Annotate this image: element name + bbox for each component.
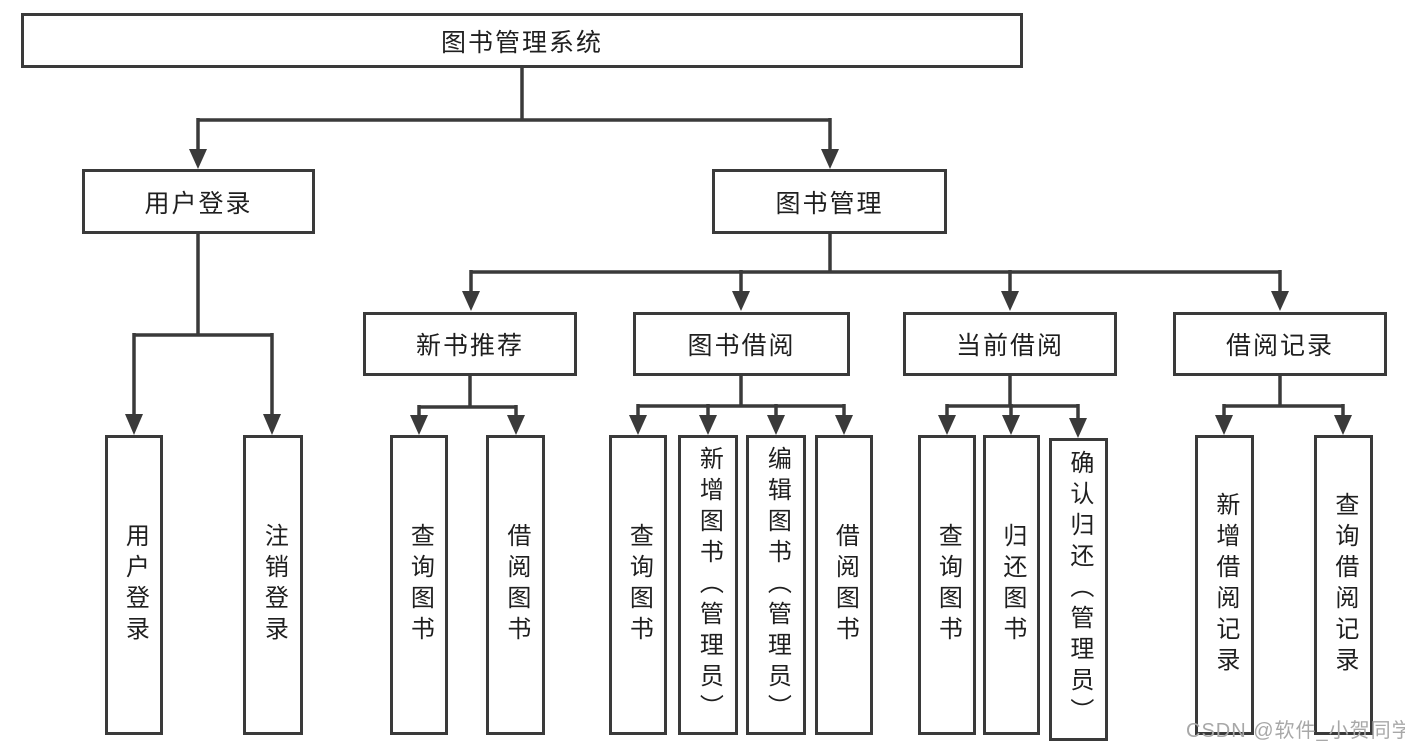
leaf-query-books-label: 查询图书: [406, 523, 434, 647]
leaf-return-books: 归还图书: [983, 435, 1040, 735]
node-book-management-label: 图书管理: [775, 189, 884, 218]
node-current-borrowing-label: 当前借阅: [955, 332, 1064, 360]
leaf-add-book-admin-label: 新增图书（管理员）: [695, 445, 723, 725]
node-new-book-recommend-label: 新书推荐: [415, 332, 524, 360]
leaf-borrow-books-2-label: 借阅图书: [831, 523, 859, 647]
node-user-login-label: 用户登录: [144, 189, 253, 218]
leaf-borrow-books-2: 借阅图书: [815, 435, 873, 735]
leaf-edit-book-admin: 编辑图书（管理员）: [746, 435, 806, 735]
node-book-borrowing: 图书借阅: [633, 312, 850, 376]
watermark: CSDN @软件_小贺同学: [1186, 720, 1405, 742]
leaf-add-borrow-record: 新增借阅记录: [1195, 435, 1254, 735]
leaf-query-borrow-record: 查询借阅记录: [1314, 435, 1373, 735]
node-user-login: 用户登录: [82, 169, 315, 234]
leaf-confirm-return-admin: 确认归还（管理员）: [1049, 438, 1108, 741]
node-library-system: 图书管理系统: [21, 13, 1023, 68]
leaf-borrow-books: 借阅图书: [486, 435, 545, 735]
leaf-query-books-3-label: 查询图书: [934, 523, 962, 647]
leaf-edit-book-admin-label: 编辑图书（管理员）: [763, 445, 791, 725]
leaf-add-book-admin: 新增图书（管理员）: [678, 435, 738, 735]
leaf-add-borrow-record-label: 新增借阅记录: [1211, 492, 1239, 678]
leaf-logout-label: 注销登录: [260, 523, 288, 647]
node-book-management: 图书管理: [712, 169, 947, 234]
node-new-book-recommend: 新书推荐: [363, 312, 577, 376]
node-book-borrowing-label: 图书借阅: [687, 332, 796, 360]
leaf-logout: 注销登录: [243, 435, 303, 735]
leaf-return-books-label: 归还图书: [998, 523, 1026, 647]
leaf-query-borrow-record-label: 查询借阅记录: [1330, 492, 1358, 678]
leaf-query-books: 查询图书: [390, 435, 448, 735]
leaf-user-login-label: 用户登录: [121, 523, 149, 647]
leaf-borrow-books-label: 借阅图书: [502, 523, 530, 647]
leaf-query-books-2-label: 查询图书: [625, 523, 653, 647]
node-borrowing-records-label: 借阅记录: [1225, 332, 1334, 360]
node-borrowing-records: 借阅记录: [1173, 312, 1387, 376]
node-library-system-label: 图书管理系统: [440, 28, 603, 57]
leaf-user-login: 用户登录: [105, 435, 163, 735]
node-current-borrowing: 当前借阅: [903, 312, 1117, 376]
leaf-query-books-2: 查询图书: [609, 435, 667, 735]
leaf-query-books-3: 查询图书: [918, 435, 976, 735]
leaf-confirm-return-admin-label: 确认归还（管理员）: [1065, 450, 1093, 729]
